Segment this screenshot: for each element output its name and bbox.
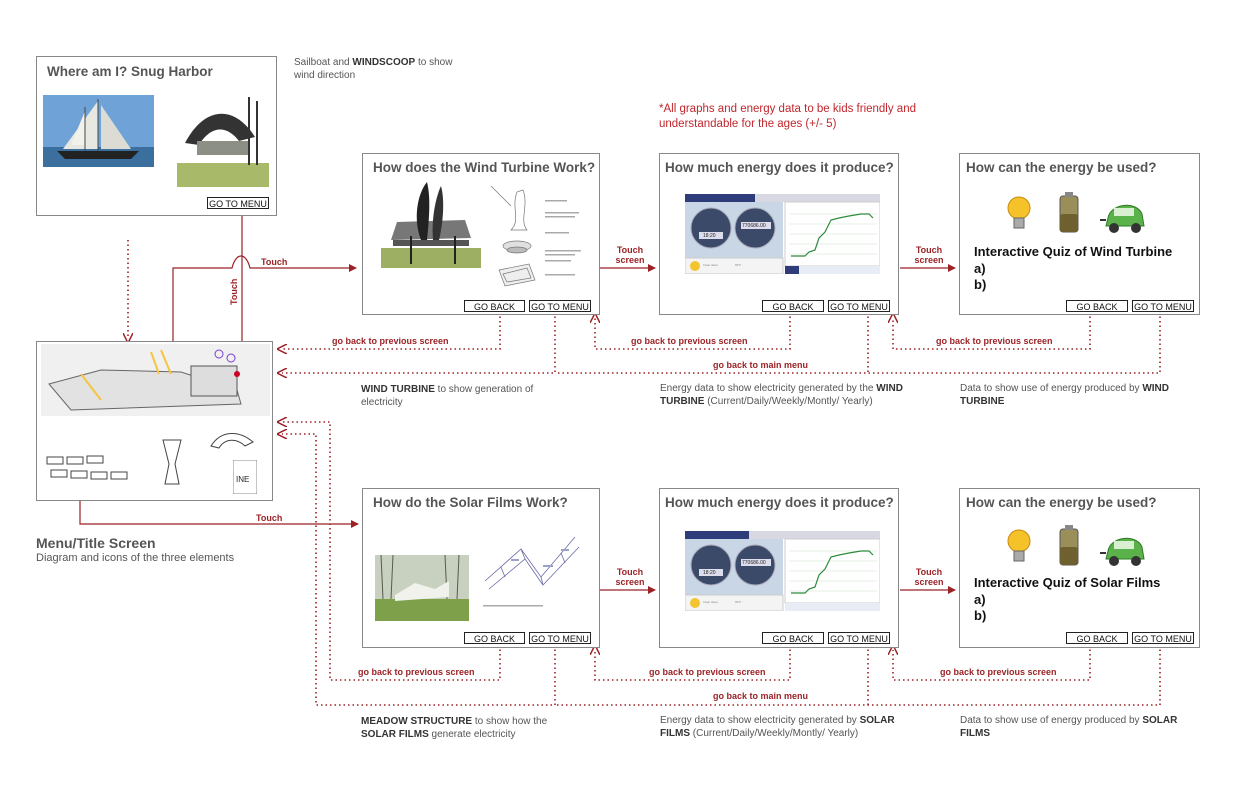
wind-energy-title: How much energy does it produce? <box>665 160 894 175</box>
solar-energy-title: How much energy does it produce? <box>665 495 894 510</box>
dashboard-graphic <box>685 194 880 274</box>
light-bulb-icon <box>1007 529 1031 562</box>
go-back-prev-label: go back to previous screen <box>332 336 449 346</box>
go-back-button[interactable]: GO BACK <box>762 300 824 312</box>
touch-label-where: Touch <box>229 278 239 305</box>
solar-use-desc: Data to show use of energy produced by S… <box>960 715 1178 739</box>
go-to-menu-button[interactable]: GO TO MENU <box>1132 632 1194 644</box>
solar-films-diagram <box>483 536 580 607</box>
dashboard-graphic <box>685 531 880 611</box>
ines-logo: INE <box>233 460 257 494</box>
solar-films-desc: MEADOW STRUCTURE to show how the SOLAR F… <box>361 716 548 740</box>
solar-use-screen: How can the energy be used? Interactive … <box>959 488 1200 648</box>
svg-text:INE: INE <box>236 475 249 484</box>
wind-energy-desc: Energy data to show electricity generate… <box>660 383 903 407</box>
go-back-button[interactable]: GO BACK <box>464 632 525 644</box>
meter-temp: 65°F <box>735 600 742 604</box>
wind-use-title: How can the energy be used? <box>966 160 1157 175</box>
meter-reading: 770686.00 <box>742 560 766 566</box>
energy-dashboard: 770686.00 18:20 65°F Clear skies <box>685 194 880 274</box>
go-back-main-label: go back to main menu <box>713 691 809 701</box>
touch-label-solar: Touch <box>256 513 283 523</box>
wind-turbine-image <box>381 182 481 268</box>
wind-turbine-screen: How does the Wind Turbine Work? GO BACK … <box>362 153 600 315</box>
go-to-menu-button[interactable]: GO TO MENU <box>828 300 890 312</box>
wind-turbine-title: How does the Wind Turbine Work? <box>373 160 596 175</box>
solar-energy-screen: How much energy does it produce? 770686.… <box>659 488 899 648</box>
where-am-i-note: Sailboat and WINDSCOOP to show wind dire… <box>294 57 453 81</box>
go-back-prev-label: go back to previous screen <box>358 667 475 677</box>
light-bulb-icon <box>1007 196 1031 229</box>
go-to-menu-button[interactable]: GO TO MENU <box>1132 300 1194 312</box>
menu-title-screen: INE <box>36 341 273 501</box>
meter-weather: Clear skies <box>703 600 718 604</box>
where-am-i-title: Where am I? Snug Harbor <box>47 64 213 79</box>
go-back-prev-label: go back to previous screen <box>631 336 748 346</box>
go-back-main-label: go back to main menu <box>713 360 809 370</box>
go-back-button[interactable]: GO BACK <box>1066 632 1128 644</box>
windscoop-image <box>177 97 269 187</box>
go-back-prev-label: go back to previous screen <box>936 336 1053 346</box>
go-back-prev-label: go back to previous screen <box>940 667 1057 677</box>
solar-use-title: How can the energy be used? <box>966 495 1157 510</box>
electric-car-icon <box>1100 204 1145 233</box>
meter-time: 18:20 <box>703 570 716 576</box>
battery-icon <box>1059 525 1079 566</box>
menu-subtitle-label: Diagram and icons of the three elements <box>36 552 235 564</box>
go-to-menu-button[interactable]: GO TO MENU <box>207 197 269 209</box>
solar-films-title: How do the Solar Films Work? <box>373 495 568 510</box>
meter-reading: 770686.00 <box>742 223 766 229</box>
go-back-button[interactable]: GO BACK <box>1066 300 1128 312</box>
go-back-button[interactable]: GO BACK <box>464 300 525 312</box>
meter-time: 18:20 <box>703 233 716 239</box>
site-diagram <box>41 344 270 416</box>
windscoop-icon <box>210 433 254 449</box>
meter-temp: 65°F <box>735 263 742 267</box>
battery-icon <box>1059 192 1079 233</box>
wind-energy-screen: How much energy does it produce? 770686.… <box>659 153 899 315</box>
where-am-i-screen: Where am I? Snug Harbor GO TO MENU <box>36 56 277 216</box>
wind-use-screen: How can the energy be used? Interactive … <box>959 153 1200 315</box>
menu-title-label: Menu/Title Screen <box>36 535 156 551</box>
kids-friendly-note: *All graphs and energy data to be kids f… <box>659 103 916 130</box>
go-to-menu-button[interactable]: GO TO MENU <box>529 300 591 312</box>
wind-turbine-desc: WIND TURBINE to show generation of elect… <box>361 384 534 408</box>
solar-films-screen: How do the Solar Films Work? GO BACK GO … <box>362 488 600 648</box>
sailboat-image <box>43 95 154 167</box>
wind-use-desc: Data to show use of energy produced by W… <box>960 383 1170 407</box>
go-back-prev-label: go back to previous screen <box>649 667 766 677</box>
quiz-option-b[interactable]: b) <box>974 277 987 292</box>
turbine-exploded-diagram <box>490 185 581 287</box>
go-to-menu-button[interactable]: GO TO MENU <box>529 632 591 644</box>
solar-energy-desc: Energy data to show electricity generate… <box>660 715 895 739</box>
quiz-option-a[interactable]: a) <box>974 592 986 607</box>
electric-car-icon <box>1100 537 1145 566</box>
quiz-option-a[interactable]: a) <box>974 261 986 276</box>
energy-dashboard: 770686.00 18:20 65°F Clear skies <box>685 531 880 611</box>
touch-label-wind: Touch <box>261 257 288 267</box>
quiz-option-b[interactable]: b) <box>974 608 987 623</box>
solar-film-icons <box>46 455 128 480</box>
meter-weather: Clear skies <box>703 263 718 267</box>
quiz-title: Interactive Quiz of Wind Turbine <box>974 244 1173 259</box>
go-to-menu-button[interactable]: GO TO MENU <box>828 632 890 644</box>
meadow-photo <box>375 555 469 621</box>
quiz-title: Interactive Quiz of Solar Films <box>974 575 1161 590</box>
go-back-button[interactable]: GO BACK <box>762 632 824 644</box>
wind-turbine-icon <box>162 439 182 485</box>
